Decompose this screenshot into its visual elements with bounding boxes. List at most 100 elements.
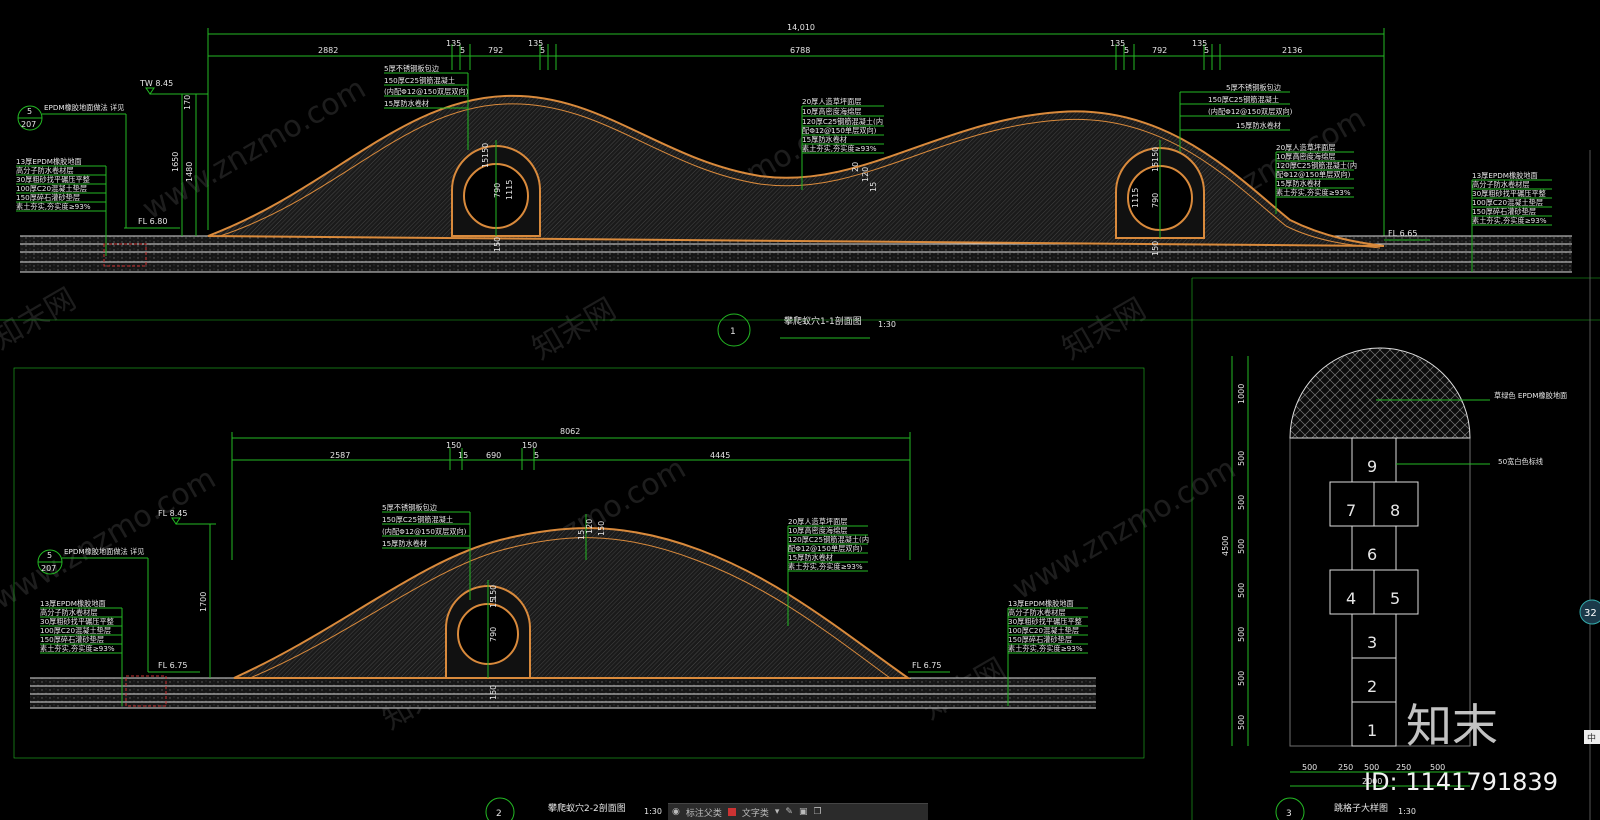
- svg-text:3: 3: [1286, 809, 1292, 819]
- svg-text:1115: 1115: [1131, 188, 1140, 208]
- svg-text:20厚人造草坪面层: 20厚人造草坪面层: [788, 517, 847, 526]
- svg-text:13厚EPDM橡胶地面: 13厚EPDM橡胶地面: [16, 157, 82, 166]
- cell-label: 1: [1367, 721, 1377, 740]
- svg-text:150: 150: [481, 143, 490, 158]
- svg-text:150厚碎石灌砂垫层: 150厚碎石灌砂垫层: [16, 193, 80, 202]
- svg-text:690: 690: [486, 451, 501, 460]
- svg-text:13厚EPDM橡胶地面: 13厚EPDM橡胶地面: [1472, 171, 1538, 180]
- dropdown-icon[interactable]: ▾: [774, 807, 780, 817]
- brand-id: ID: 1141791839: [1364, 768, 1558, 796]
- side-badge[interactable]: [1579, 599, 1600, 625]
- image-icon[interactable]: ▣: [798, 807, 808, 817]
- section-number-circle: [717, 313, 751, 347]
- svg-text:30厚粗砂找平碾压平整: 30厚粗砂找平碾压平整: [40, 617, 114, 626]
- svg-text:150: 150: [522, 441, 537, 450]
- detail-marker: [125, 675, 167, 707]
- ime-indicator[interactable]: [1584, 730, 1600, 744]
- dim-label: 792: [488, 46, 503, 55]
- svg-text:高分子防水卷材层: 高分子防水卷材层: [16, 166, 74, 175]
- svg-text:5厚不锈钢板包边: 5厚不锈钢板包边: [384, 64, 439, 73]
- status-item[interactable]: 文字类: [741, 808, 769, 819]
- svg-text:知末网: 知末网: [1057, 292, 1152, 367]
- svg-text:500: 500: [1237, 627, 1246, 642]
- svg-text:知末网: 知末网: [527, 292, 622, 367]
- status-item[interactable]: 标注父类: [685, 808, 722, 819]
- dim-label: 5: [540, 46, 545, 55]
- section-number-circle: [1275, 797, 1305, 820]
- svg-text:100厚C20混凝土垫层: 100厚C20混凝土垫层: [1008, 626, 1079, 635]
- svg-text:1480: 1480: [185, 162, 194, 182]
- dim-label: 6788: [790, 46, 810, 55]
- svg-text:素土夯实,夯实度≥93%: 素土夯实,夯实度≥93%: [1276, 188, 1351, 197]
- svg-text:15厚防水卷材: 15厚防水卷材: [802, 135, 847, 144]
- layers-icon[interactable]: ❐: [813, 807, 822, 817]
- svg-text:5: 5: [27, 107, 32, 116]
- svg-text:www.znzmo.com: www.znzmo.com: [1007, 451, 1242, 607]
- section-title: 攀爬蚁穴1-1剖面图: [784, 315, 862, 327]
- svg-text:150: 150: [1151, 241, 1160, 256]
- svg-text:250: 250: [1396, 763, 1411, 772]
- cell-label: 3: [1367, 633, 1377, 652]
- svg-text:素土夯实,夯实度≥93%: 素土夯实,夯实度≥93%: [16, 202, 91, 211]
- svg-text:素土夯实,夯实度≥93%: 素土夯实,夯实度≥93%: [1008, 644, 1083, 653]
- svg-text:500: 500: [1237, 671, 1246, 686]
- mound-inner-line: [219, 103, 1381, 249]
- svg-text:20: 20: [851, 162, 860, 172]
- svg-text:15厚防水卷材: 15厚防水卷材: [384, 99, 429, 108]
- svg-text:13厚EPDM橡胶地面: 13厚EPDM橡胶地面: [1008, 599, 1074, 608]
- eye-icon[interactable]: ◉: [672, 807, 680, 817]
- level-label: FL 8.45: [158, 509, 187, 518]
- svg-text:500: 500: [1237, 583, 1246, 598]
- cell-label: 2: [1367, 677, 1377, 696]
- svg-text:1700: 1700: [199, 592, 208, 612]
- svg-text:150厚碎石灌砂垫层: 150厚碎石灌砂垫层: [40, 635, 104, 644]
- svg-text:素土夯实,夯实度≥93%: 素土夯实,夯实度≥93%: [802, 144, 877, 153]
- svg-text:150: 150: [489, 585, 498, 600]
- svg-text:高分子防水卷材层: 高分子防水卷材层: [1472, 180, 1530, 189]
- notes-mid: 20厚人造草坪面层 10厚高密度海绵层 120厚C25钢筋混凝土(内 配Φ12@…: [787, 517, 869, 626]
- detail-marker: [103, 243, 147, 267]
- cell-label: 6: [1367, 545, 1377, 564]
- svg-text:2000: 2000: [1362, 777, 1382, 786]
- svg-text:1000: 1000: [1237, 384, 1246, 404]
- svg-text:15厚防水卷材: 15厚防水卷材: [382, 539, 427, 548]
- svg-text:120厚C25钢筋混凝土(内: 120厚C25钢筋混凝土(内: [802, 117, 883, 126]
- svg-text:150厚碎石灌砂垫层: 150厚碎石灌砂垫层: [1008, 635, 1072, 644]
- cell-label: 9: [1367, 457, 1377, 476]
- section-scale: 1:30: [1398, 807, 1416, 816]
- svg-text:13厚EPDM橡胶地面: 13厚EPDM橡胶地面: [40, 599, 106, 608]
- svg-text:500: 500: [1302, 763, 1317, 772]
- svg-text:30厚粗砂找平碾压平整: 30厚粗砂找平碾压平整: [1472, 189, 1546, 198]
- svg-text:500: 500: [1237, 495, 1246, 510]
- svg-text:120厚C25钢筋混凝土(内: 120厚C25钢筋混凝土(内: [788, 535, 869, 544]
- frame: [13, 367, 1145, 759]
- svg-text:素土夯实,夯实度≥93%: 素土夯实,夯实度≥93%: [1472, 216, 1547, 225]
- svg-text:15: 15: [577, 530, 586, 540]
- svg-text:790: 790: [493, 183, 502, 198]
- dim-labels: 2882 135 5 792 135 5 6788 135 5 792 135 …: [318, 39, 1302, 55]
- svg-text:配Φ12@150单层双向): 配Φ12@150单层双向): [802, 126, 877, 135]
- svg-text:15厚防水卷材: 15厚防水卷材: [1276, 179, 1321, 188]
- svg-text:790: 790: [489, 627, 498, 642]
- notes-right: 13厚EPDM橡胶地面 高分子防水卷材层 30厚粗砂找平碾压平整 100厚C20…: [1471, 171, 1552, 272]
- dim-label: 135: [446, 39, 461, 48]
- svg-text:5: 5: [534, 451, 539, 460]
- svg-text:10厚高密度海绵层: 10厚高密度海绵层: [802, 107, 861, 116]
- notes-left: 13厚EPDM橡胶地面 高分子防水卷材层 30厚粗砂找平碾压平整 100厚C20…: [40, 599, 123, 706]
- layer-color-swatch[interactable]: [727, 808, 736, 816]
- svg-text:150厚C25钢筋混凝土: 150厚C25钢筋混凝土: [384, 76, 455, 85]
- svg-text:知末网: 知末网: [0, 282, 82, 357]
- notes-hole-right: 5厚不锈钢板包边 150厚C25钢筋混凝土 (内配Φ12@150双层双向) 15…: [1179, 83, 1293, 152]
- svg-text:150: 150: [446, 441, 461, 450]
- svg-text:150: 150: [1151, 147, 1160, 162]
- svg-text:15: 15: [869, 182, 878, 192]
- notes-left: 13厚EPDM橡胶地面 高分子防水卷材层 30厚粗砂找平碾压平整 100厚C20…: [16, 157, 107, 256]
- level-label: FL 6.80: [138, 217, 167, 226]
- brush-icon[interactable]: ✎: [785, 807, 793, 817]
- notes-right: 13厚EPDM橡胶地面 高分子防水卷材层 30厚粗砂找平碾压平整 100厚C20…: [1007, 599, 1088, 706]
- dim-label: 2136: [1282, 46, 1302, 55]
- section-number-circle: [485, 797, 515, 820]
- svg-text:207: 207: [21, 120, 36, 129]
- svg-text:EPDM橡胶地面做法 详见: EPDM橡胶地面做法 详见: [44, 103, 124, 112]
